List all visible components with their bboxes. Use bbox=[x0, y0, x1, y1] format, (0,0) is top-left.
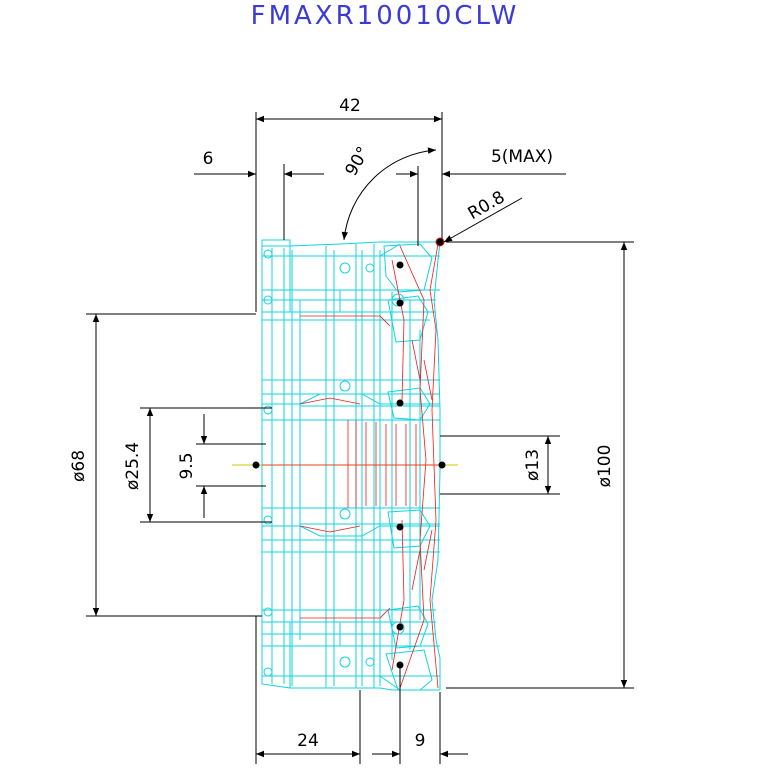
reference-points bbox=[252, 237, 446, 669]
dimension-lines bbox=[86, 112, 634, 764]
dim-overall-length: 42 bbox=[339, 96, 361, 116]
dim-cutter-diameter: ø100 bbox=[595, 445, 615, 488]
drawing-title: FMAXR10010CLW bbox=[251, 1, 520, 31]
dim-angle: 90° bbox=[341, 143, 373, 179]
dim-center-diameter: ø13 bbox=[523, 449, 543, 481]
dim-length-9: 9 bbox=[415, 731, 426, 751]
dim-flange-width: 6 bbox=[203, 149, 214, 169]
dim-keyway-width: 9.5 bbox=[177, 452, 197, 479]
dim-body-diameter: ø68 bbox=[69, 450, 89, 482]
dim-length-24: 24 bbox=[297, 731, 319, 751]
dim-bore-diameter: ø25.4 bbox=[123, 442, 143, 490]
dim-max-depth: 5(MAX) bbox=[491, 147, 553, 167]
cutter-body-outline bbox=[261, 239, 441, 691]
cutter-detail-lines bbox=[299, 243, 439, 689]
